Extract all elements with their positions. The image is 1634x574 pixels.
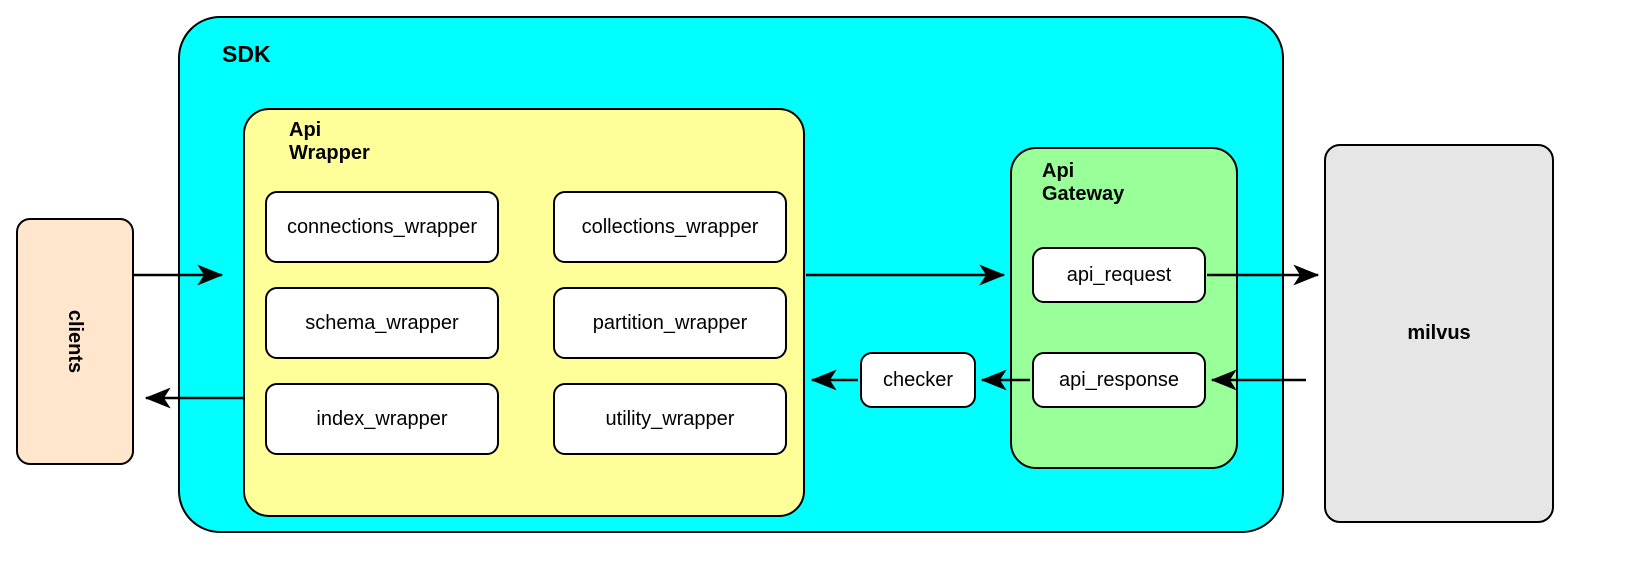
api-gateway-title: Api Gateway: [1042, 160, 1125, 205]
clients-label: clients: [64, 309, 87, 374]
node-clients[interactable]: clients: [16, 218, 134, 465]
api-wrapper-title: Api Wrapper: [289, 119, 370, 164]
sdk-title: SDK: [222, 41, 271, 67]
node-api-request[interactable]: api_request: [1032, 247, 1206, 303]
node-partition-wrapper[interactable]: partition_wrapper: [553, 287, 787, 359]
node-schema-wrapper[interactable]: schema_wrapper: [265, 287, 499, 359]
group-api-gateway[interactable]: Api Gateway: [1010, 147, 1238, 469]
node-utility-wrapper[interactable]: utility_wrapper: [553, 383, 787, 455]
node-checker[interactable]: checker: [860, 352, 976, 408]
node-collections-wrapper[interactable]: collections_wrapper: [553, 191, 787, 263]
node-index-wrapper[interactable]: index_wrapper: [265, 383, 499, 455]
node-api-response[interactable]: api_response: [1032, 352, 1206, 408]
node-milvus[interactable]: milvus: [1324, 144, 1554, 523]
node-connections-wrapper[interactable]: connections_wrapper: [265, 191, 499, 263]
